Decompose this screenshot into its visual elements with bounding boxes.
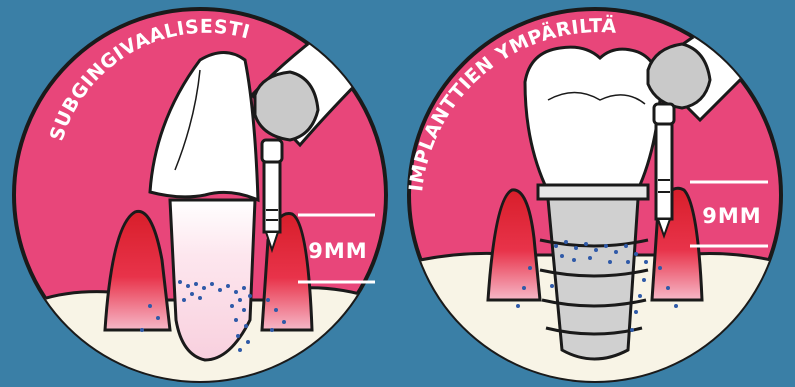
- panel-implant: 9MM IMPLANTTIEN YMPÄRILTÄ: [405, 9, 781, 387]
- implant-crown: [525, 47, 660, 185]
- depth-label: 9MM: [702, 204, 761, 228]
- implant-abutment: [538, 185, 648, 199]
- tooth-root: [170, 200, 255, 360]
- depth-label: 9MM: [308, 239, 367, 263]
- panel-subgingival: 9MM SUBGINGIVAALISESTI: [14, 9, 386, 387]
